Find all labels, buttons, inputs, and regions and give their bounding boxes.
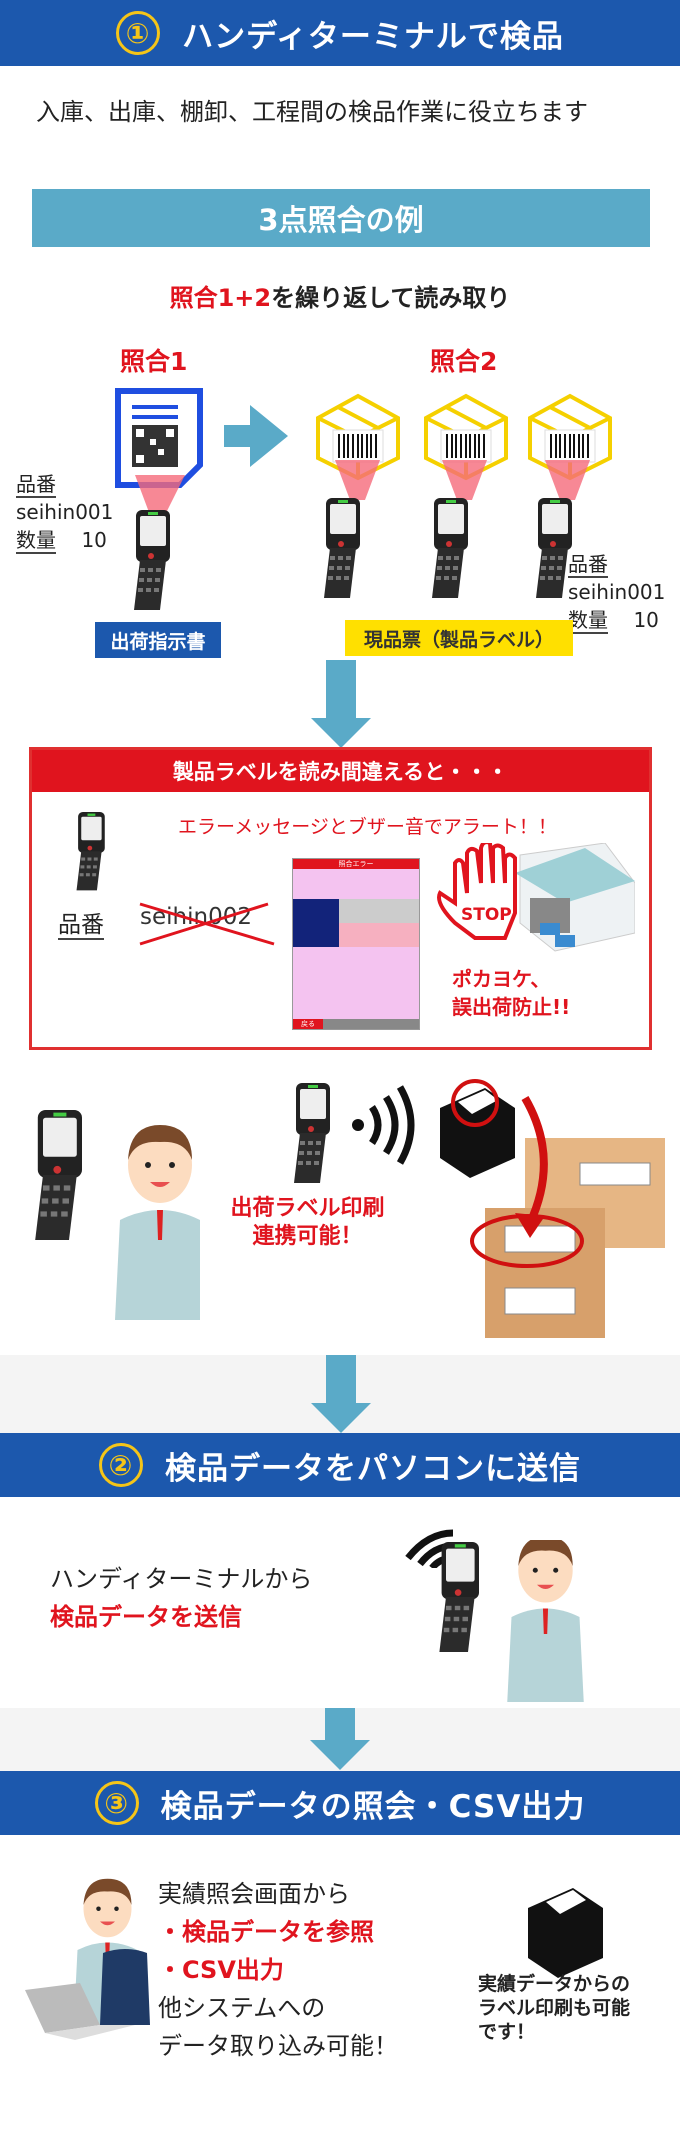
- handy-terminal-icon: [432, 498, 468, 598]
- part-value: seihin001: [16, 500, 114, 524]
- step-number-badge: ③: [94, 1781, 139, 1825]
- match1-label: 照合1: [120, 347, 188, 376]
- product-label-tag: 現品票（製品ラベル）: [345, 620, 573, 656]
- left-item-info: 品番 seihin001 数量 10: [16, 470, 113, 554]
- label-printer-boxes-illustration: [440, 1079, 665, 1338]
- printer-text-line: ラベル印刷も可能: [478, 1997, 631, 2019]
- step-number-badge: ②: [99, 1443, 143, 1487]
- pokayoke-line1: ポカヨケ、: [452, 967, 551, 991]
- section3-line: ・CSV出力: [158, 1956, 284, 1984]
- scan-beam: [335, 460, 380, 500]
- error-screen: 照合エラー 戻る: [292, 858, 420, 1030]
- handy-terminal-icon: [324, 498, 360, 598]
- error-screen-title: 照合エラー: [293, 859, 419, 869]
- qty-label: 数量: [16, 528, 56, 554]
- back-button: 戻る: [293, 1019, 323, 1029]
- step-number-badge: ①: [116, 11, 161, 55]
- worker-with-terminal-illustration: [35, 1110, 200, 1320]
- repeat-subtitle: 照合1+2を繰り返して読み取り: [0, 278, 680, 313]
- qty-value: 10: [81, 528, 107, 552]
- stop-warehouse-illustration: STOP: [437, 843, 635, 952]
- section1-title: ハンディターミナルで検品: [182, 18, 564, 55]
- error-box-header: 製品ラベルを読み間違えると・・・: [32, 750, 649, 792]
- right-item-info: 品番 seihin001 数量 10: [568, 550, 665, 634]
- scan-beam: [545, 460, 590, 500]
- section3-line: データ取り込み可能！: [158, 2032, 398, 2060]
- arrow-down-icon: [311, 660, 371, 748]
- printer-text-line: です！: [478, 2021, 536, 2043]
- arrow-down-icon: [310, 1708, 370, 1770]
- part-label-text: 品番: [58, 912, 104, 940]
- example-bar: 3点照合の例: [32, 189, 650, 247]
- section2-line1: ハンディターミナルから: [50, 1565, 313, 1593]
- print-link-line1: 出荷ラベル印刷: [230, 1196, 385, 1221]
- qty-label: 数量: [568, 608, 608, 634]
- handy-terminal-icon: [294, 1083, 330, 1183]
- part-label: 品番: [58, 905, 104, 940]
- section2-text: ハンディターミナルから 検品データを送信: [50, 1560, 312, 1636]
- handy-terminal-icon: [134, 510, 170, 610]
- section3-line: 実績照会画面から: [158, 1880, 350, 1908]
- section3-title: 検品データの照会・CSV出力: [160, 1788, 586, 1825]
- worker-with-terminal-illustration: [439, 1540, 584, 1702]
- part-label: 品番: [568, 552, 608, 578]
- label-printer-icon: [528, 1888, 603, 1978]
- scan-beam: [442, 460, 487, 500]
- print-link-line2: 連携可能！: [252, 1224, 363, 1249]
- match2-label: 照合2: [430, 347, 498, 376]
- subtitle-highlight: 照合1+2: [169, 284, 272, 312]
- part-label: 品番: [16, 472, 56, 498]
- arrow-down-icon: [311, 1355, 371, 1433]
- stop-text: STOP: [461, 905, 512, 925]
- document-scan-illustration: [115, 388, 203, 515]
- section2-title: 検品データをパソコンに送信: [165, 1450, 581, 1487]
- section3-line: ・検品データを参照: [158, 1918, 374, 1946]
- section1-description: 入庫、出庫、棚卸、工程間の検品作業に役立ちます: [36, 98, 588, 126]
- section3-header: ③ 検品データの照会・CSV出力: [0, 1771, 680, 1835]
- section3-text: 実績照会画面から ・検品データを参照 ・CSV出力 他システムへの データ取り込…: [158, 1875, 398, 2065]
- section2-header: ② 検品データをパソコンに送信: [0, 1433, 680, 1497]
- handy-terminal-icon: [76, 812, 105, 891]
- qty-value: 10: [633, 608, 659, 632]
- printer-text: 実績データからの ラベル印刷も可能 です！: [478, 1972, 630, 2044]
- wireless-signal-icon: [352, 1085, 415, 1165]
- printer-text-line: 実績データからの: [478, 1973, 631, 1995]
- part-value: seihin001: [568, 580, 666, 604]
- alert-message: エラーメッセージとブザー音でアラート！！: [178, 816, 557, 838]
- print-link-text: 出荷ラベル印刷 連携可能！: [215, 1195, 400, 1251]
- subtitle-text: を繰り返して読み取り: [271, 284, 511, 312]
- section3-line: 他システムへの: [158, 1994, 326, 2022]
- office-worker-laptop-illustration: [25, 1878, 150, 2040]
- cross-mark-icon: [139, 902, 275, 946]
- arrow-right-icon: [224, 405, 288, 467]
- section2-line2: 検品データを送信: [50, 1603, 242, 1631]
- section1-header: ① ハンディターミナルで検品: [0, 0, 680, 66]
- pokayoke-line2: 誤出荷防止!!: [452, 995, 571, 1019]
- pokayoke-text: ポカヨケ、 誤出荷防止!!: [452, 965, 570, 1021]
- shipping-instruction-label: 出荷指示書: [95, 622, 221, 658]
